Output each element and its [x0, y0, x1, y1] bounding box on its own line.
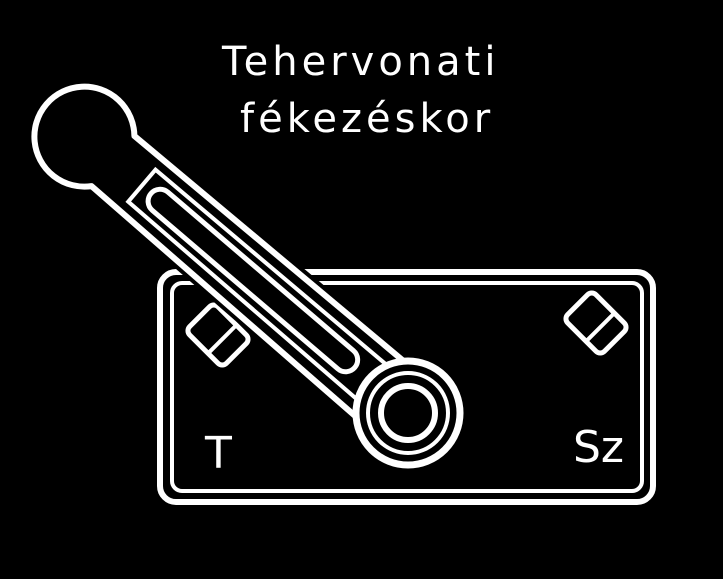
lever-pivot-hub	[352, 357, 464, 469]
brake-lever-handle[interactable]	[9, 61, 445, 456]
position-label-right: Sz	[573, 422, 624, 473]
base-plate	[157, 269, 656, 505]
caption-line-1: Tehervonati	[221, 39, 499, 85]
position-marker-left	[185, 302, 251, 368]
position-marker-right	[563, 290, 629, 356]
position-label-left: T	[204, 428, 232, 479]
caption-line-2: fékezéskor	[240, 96, 494, 142]
